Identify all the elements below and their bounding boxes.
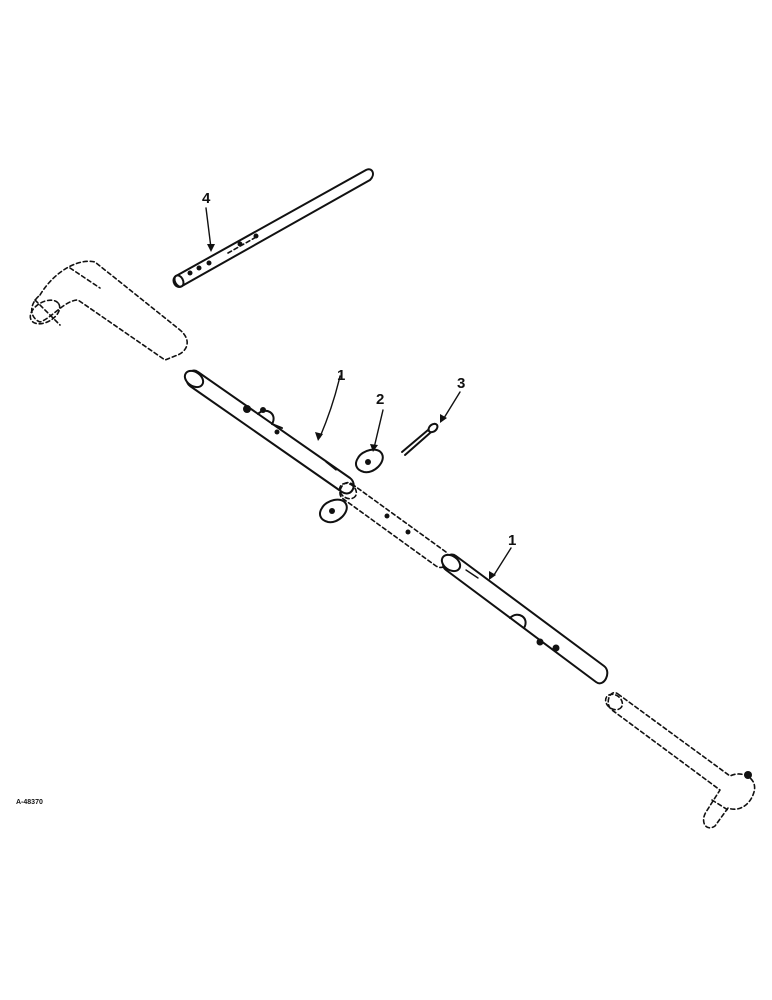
middle-tube-phantom bbox=[338, 481, 450, 569]
figure-id-label: A-48370 bbox=[16, 799, 43, 806]
tube-part-1-upper bbox=[183, 369, 355, 495]
tube-part-1-lower bbox=[440, 553, 609, 685]
callout-part-1-upper: 1 bbox=[337, 367, 345, 384]
pin-part-3 bbox=[401, 422, 439, 456]
callout-part-3: 3 bbox=[457, 375, 465, 392]
collar-part-2 bbox=[319, 448, 384, 524]
callout-part-4: 4 bbox=[202, 190, 211, 207]
lower-right-arm-phantom bbox=[604, 691, 756, 829]
callout-part-2: 2 bbox=[376, 391, 384, 408]
callout-part-1-lower: 1 bbox=[508, 532, 516, 549]
rod-part-4 bbox=[172, 168, 374, 288]
leader-lines bbox=[205, 207, 512, 580]
upper-left-arm-phantom bbox=[29, 260, 188, 361]
